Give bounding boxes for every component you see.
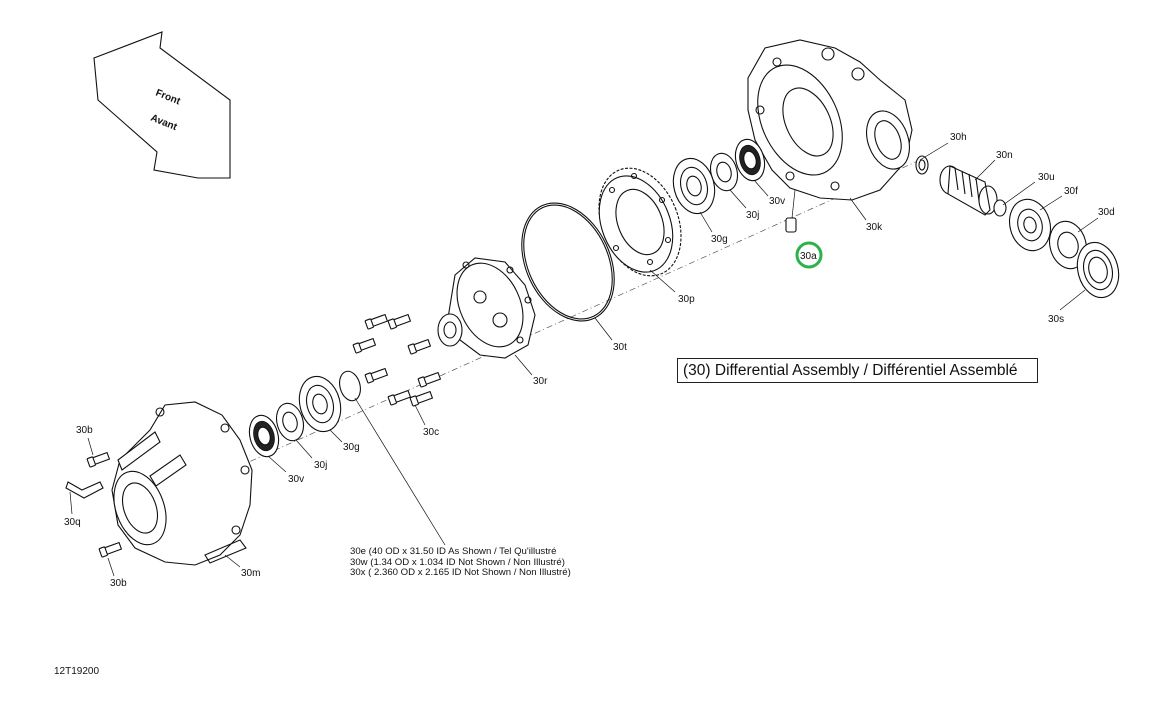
highlight-circle	[795, 241, 823, 269]
pinion-bearing-part	[1008, 198, 1052, 252]
callout-30b-bottom: 30b	[110, 578, 127, 589]
callout-30j-top: 30j	[746, 210, 759, 221]
callout-30v-top: 30v	[769, 196, 785, 207]
spacer-bottom-part	[275, 402, 305, 442]
callout-30n: 30n	[996, 150, 1013, 161]
callout-30a: 30a	[800, 251, 817, 262]
o-ring-large-part	[521, 202, 615, 322]
oil-seal-top-part	[734, 138, 766, 182]
callout-30j-bottom: 30j	[314, 460, 327, 471]
callout-30b-top: 30b	[76, 425, 93, 436]
callout-30q: 30q	[64, 517, 81, 528]
callout-30s: 30s	[1048, 314, 1064, 325]
differential-case-part	[437, 257, 536, 359]
part-notes: 30e (40 OD x 31.50 ID As Shown / Tel Qu'…	[350, 546, 571, 579]
spacer-top-part	[709, 152, 739, 192]
pinion-collar-part	[1048, 220, 1088, 270]
bearing-bottom-part	[298, 375, 342, 433]
small-ring-part	[993, 199, 1007, 217]
ring-gear-part	[598, 167, 682, 277]
bearing-top-part	[672, 157, 716, 215]
rear-housing-part	[747, 39, 913, 201]
note-30e: 30e (40 OD x 31.50 ID As Shown / Tel Qu'…	[350, 546, 557, 557]
callout-30t: 30t	[613, 342, 627, 353]
o-ring-small-part	[339, 370, 361, 402]
housing-bolt-top-part	[86, 451, 111, 468]
note-30w: 30w (1.34 OD x 1.034 ID Not Shown / Non …	[350, 556, 565, 568]
callout-30m: 30m	[241, 568, 260, 579]
note-30x: 30x ( 2.360 OD x 2.165 ID Not Shown / No…	[350, 567, 571, 578]
callout-30r: 30r	[533, 376, 548, 387]
callout-30p: 30p	[678, 294, 695, 305]
callout-30d: 30d	[1098, 207, 1115, 218]
front-direction-arrow: Front Avant	[93, 31, 231, 179]
vent-fitting-part	[65, 481, 104, 499]
diagram-title: (30) Differential Assembly / Différentie…	[677, 358, 1038, 383]
oil-seal-bottom-part	[248, 414, 280, 458]
drawing-number: 12T19200	[54, 666, 100, 677]
callout-30u: 30u	[1038, 172, 1055, 183]
pinion-seal-part	[1076, 241, 1120, 299]
drain-plug-part	[785, 217, 797, 233]
callout-30g-bottom: 30g	[343, 442, 360, 453]
callout-30v-bottom: 30v	[288, 474, 304, 485]
front-housing-part	[111, 401, 253, 566]
small-seal-part	[915, 155, 929, 175]
callout-30h: 30h	[950, 132, 967, 143]
housing-bolt-bottom-part	[98, 541, 123, 558]
callout-30g-top: 30g	[711, 234, 728, 245]
pinion-shaft-part	[939, 165, 998, 216]
callout-30k: 30k	[866, 222, 883, 233]
callout-30c: 30c	[423, 427, 439, 438]
leader-lines	[69, 142, 1099, 577]
bolts-group-part	[352, 313, 442, 407]
callout-30f: 30f	[1064, 186, 1078, 197]
